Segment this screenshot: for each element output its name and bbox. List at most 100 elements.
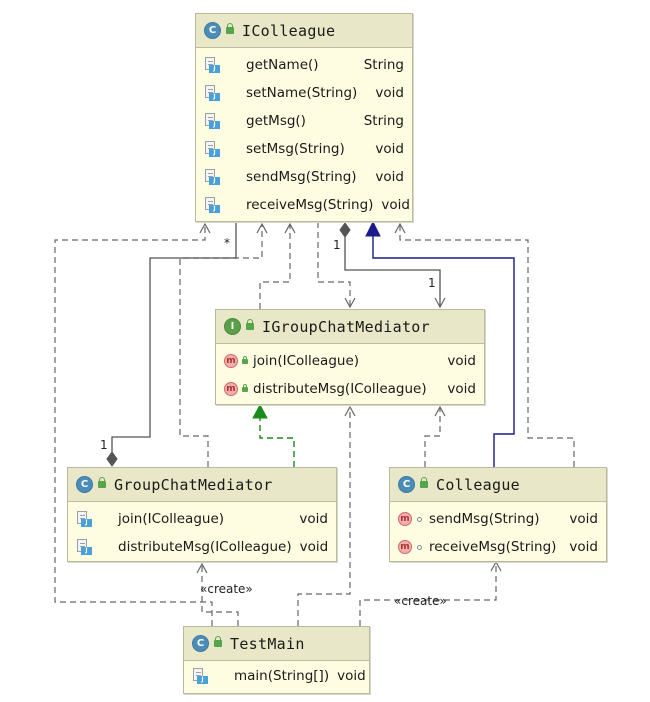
member-type: void bbox=[299, 511, 328, 527]
java-file-icon: J bbox=[204, 169, 220, 185]
lock-icon bbox=[242, 383, 248, 392]
method-icon: m bbox=[398, 512, 412, 526]
java-file-icon: J bbox=[204, 141, 220, 157]
member-type: void bbox=[375, 85, 404, 101]
dep-groupchatmediator-icolleague bbox=[179, 222, 268, 467]
dep-testmain-igroupchatmediator bbox=[297, 405, 356, 626]
member-name: join(IColleague) bbox=[118, 511, 225, 527]
member-type: void bbox=[569, 539, 598, 555]
multiplicity-one-icolleague: 1 bbox=[333, 238, 341, 252]
lock-icon bbox=[246, 319, 254, 330]
class-icon: C bbox=[76, 476, 93, 493]
member-name: sendMsg(String) bbox=[429, 511, 540, 527]
member-row[interactable]: m distributeMsg(IColleague) void bbox=[216, 375, 484, 403]
create-label-groupchat: «create» bbox=[200, 582, 253, 596]
member-name: setName(String) bbox=[246, 85, 358, 101]
class-title: TestMain bbox=[230, 634, 305, 653]
class-icon: C bbox=[398, 476, 415, 493]
class-header: C GroupChatMediator bbox=[68, 468, 336, 502]
class-icon: C bbox=[192, 635, 209, 652]
member-type: void bbox=[337, 668, 366, 684]
class-header: I IGroupChatMediator bbox=[216, 310, 484, 344]
composition-groupchat-line bbox=[111, 223, 237, 452]
java-file-icon: J bbox=[204, 197, 220, 213]
multiplicity-star: * bbox=[224, 236, 230, 250]
java-file-icon: J bbox=[204, 85, 220, 101]
member-type: void bbox=[375, 169, 404, 185]
member-name: sendMsg(String) bbox=[246, 169, 357, 185]
dep-icolleague-igroupchatmediator bbox=[317, 222, 356, 309]
member-row[interactable]: m receiveMsg(String) void bbox=[390, 533, 606, 561]
method-icon: m bbox=[224, 382, 238, 396]
java-file-icon: J bbox=[76, 539, 92, 555]
create-label-colleague: «create» bbox=[394, 594, 447, 608]
multiplicity-one-igroupchat: 1 bbox=[428, 276, 436, 290]
member-name: join(IColleague) bbox=[253, 353, 360, 369]
generalization-arrowhead bbox=[365, 220, 381, 237]
member-row[interactable]: m sendMsg(String) void bbox=[390, 505, 606, 533]
java-file-icon: J bbox=[76, 511, 92, 527]
package-private-icon bbox=[417, 516, 422, 522]
class-title: IGroupChatMediator bbox=[262, 317, 430, 336]
member-name: getName() bbox=[246, 57, 319, 73]
interface-icon: I bbox=[224, 318, 241, 335]
java-file-icon: J bbox=[204, 57, 220, 73]
member-name: distributeMsg(IColleague) bbox=[253, 381, 427, 397]
member-row[interactable]: m join(IColleague) void bbox=[216, 347, 484, 375]
java-file-icon: J bbox=[204, 113, 220, 129]
member-type: String bbox=[363, 113, 404, 129]
multiplicity-one-groupchat: 1 bbox=[100, 438, 108, 452]
member-name: getMsg() bbox=[246, 113, 306, 129]
lock-icon bbox=[242, 355, 248, 364]
dep-colleague-icolleague bbox=[394, 222, 575, 467]
java-file-icon: J bbox=[192, 668, 208, 684]
composition-groupchat-diamond bbox=[106, 451, 118, 467]
member-type: void bbox=[381, 197, 410, 213]
composition-icolleague-line bbox=[344, 237, 446, 309]
class-header: C IColleague bbox=[196, 14, 412, 48]
member-name: distributeMsg(IColleague) bbox=[118, 539, 292, 555]
class-header: C Colleague bbox=[390, 468, 606, 502]
member-type: void bbox=[569, 511, 598, 527]
member-name: receiveMsg(String) bbox=[429, 539, 557, 555]
class-title: GroupChatMediator bbox=[114, 475, 273, 494]
method-icon: m bbox=[224, 354, 238, 368]
lock-icon bbox=[98, 477, 106, 488]
class-header: C TestMain bbox=[184, 627, 369, 661]
dep-colleague-igroupchatmediator bbox=[424, 405, 446, 467]
member-name: receiveMsg(String) bbox=[246, 197, 374, 213]
member-name: main(String[]) bbox=[234, 668, 330, 684]
lock-icon bbox=[420, 477, 428, 488]
composition-icolleague-diamond bbox=[339, 222, 351, 238]
member-name: setMsg(String) bbox=[246, 141, 345, 157]
create-testmain-groupchatmediator bbox=[196, 562, 239, 626]
lock-icon bbox=[214, 636, 222, 647]
member-type: void bbox=[447, 381, 476, 397]
class-title: Colleague bbox=[436, 475, 520, 494]
class-igroupchatmediator[interactable]: I IGroupChatMediator m join(IColleague) vo… bbox=[215, 309, 485, 405]
create-testmain-colleague bbox=[359, 560, 502, 626]
member-type: void bbox=[299, 539, 329, 555]
member-type: void bbox=[375, 141, 404, 157]
generalization-line bbox=[372, 236, 515, 467]
method-icon: m bbox=[398, 540, 412, 554]
class-colleague[interactable]: C Colleague m sendMsg(String) void m receiv… bbox=[389, 467, 607, 562]
class-title: IColleague bbox=[242, 21, 336, 40]
class-icon: C bbox=[204, 22, 221, 39]
lock-icon bbox=[226, 23, 234, 34]
member-type: void bbox=[447, 353, 476, 369]
dep-igroupchatmediator-icolleague bbox=[259, 222, 296, 309]
